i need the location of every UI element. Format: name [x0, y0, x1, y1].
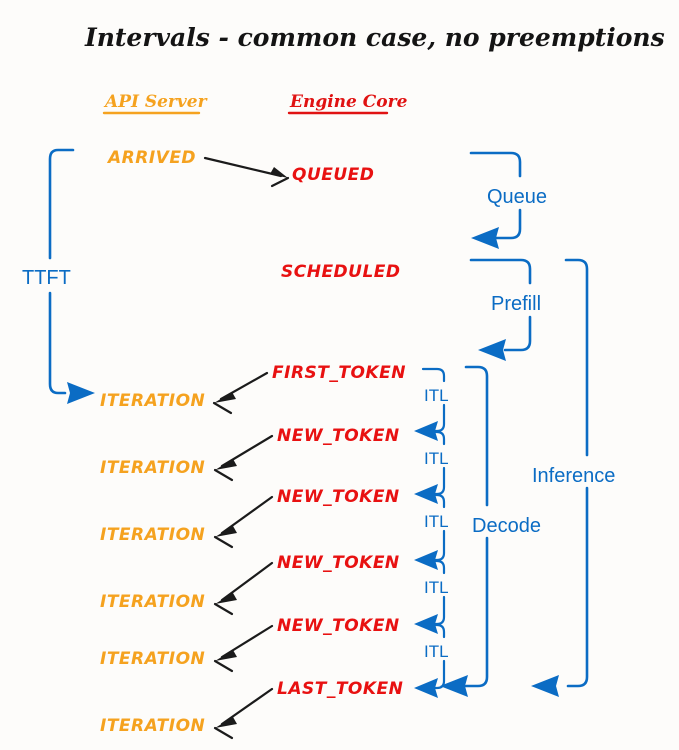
interval-label-itl-1: ITL [424, 386, 449, 405]
interval-itl-3 [414, 493, 446, 570]
state-iteration-4: ITERATION [100, 592, 205, 612]
interval-label-itl-5: ITL [424, 642, 449, 661]
interval-itl-1 [414, 367, 446, 441]
interval-decode [440, 365, 489, 697]
state-iteration-5: ITERATION [100, 649, 205, 669]
state-iteration-2: ITERATION [100, 458, 205, 478]
interval-prefill [469, 258, 532, 361]
interval-label-queue: Queue [487, 186, 547, 208]
interval-ttft [48, 148, 95, 404]
interval-label-itl-3: ITL [424, 512, 449, 531]
arrow-new-token-2-to-iteration-3 [213, 495, 274, 549]
state-last-token: LAST_TOKEN [277, 679, 403, 699]
column-header-api-server: API Server [103, 92, 208, 112]
interval-inference [531, 258, 589, 697]
interval-label-prefill: Prefill [491, 293, 541, 315]
interval-label-ttft: TTFT [22, 267, 71, 289]
state-new-token-2: NEW_TOKEN [277, 487, 400, 507]
page-title: Intervals - common case, no preemptions [84, 23, 665, 52]
interval-label-decode: Decode [472, 515, 541, 537]
state-iteration-3: ITERATION [100, 525, 205, 545]
column-header-engine-core: Engine Core [289, 92, 408, 112]
state-new-token-3: NEW_TOKEN [277, 553, 400, 573]
state-arrived: ARRIVED [106, 148, 196, 168]
interval-itl-5 [414, 623, 446, 698]
arrow-new-token-1-to-iteration-2 [213, 434, 274, 482]
arrow-first-token-to-iteration-1 [212, 371, 269, 415]
arrow-arrived-to-queued [203, 156, 290, 188]
arrow-last-token-to-iteration-6 [213, 687, 274, 740]
state-iteration-6: ITERATION [100, 716, 205, 736]
state-scheduled: SCHEDULED [281, 262, 401, 282]
interval-label-inference: Inference [532, 465, 615, 487]
state-new-token-1: NEW_TOKEN [277, 426, 400, 446]
interval-label-itl-2: ITL [424, 449, 449, 468]
arrow-new-token-4-to-iteration-5 [213, 624, 274, 673]
state-first-token: FIRST_TOKEN [272, 363, 406, 383]
interval-itl-4 [414, 559, 446, 634]
state-iteration-1: ITERATION [100, 391, 205, 411]
state-queued: QUEUED [292, 165, 374, 185]
arrow-new-token-3-to-iteration-4 [213, 561, 274, 616]
interval-itl-2 [414, 430, 446, 504]
state-new-token-4: NEW_TOKEN [277, 616, 400, 636]
interval-queue [469, 151, 522, 249]
interval-label-itl-4: ITL [424, 578, 449, 597]
